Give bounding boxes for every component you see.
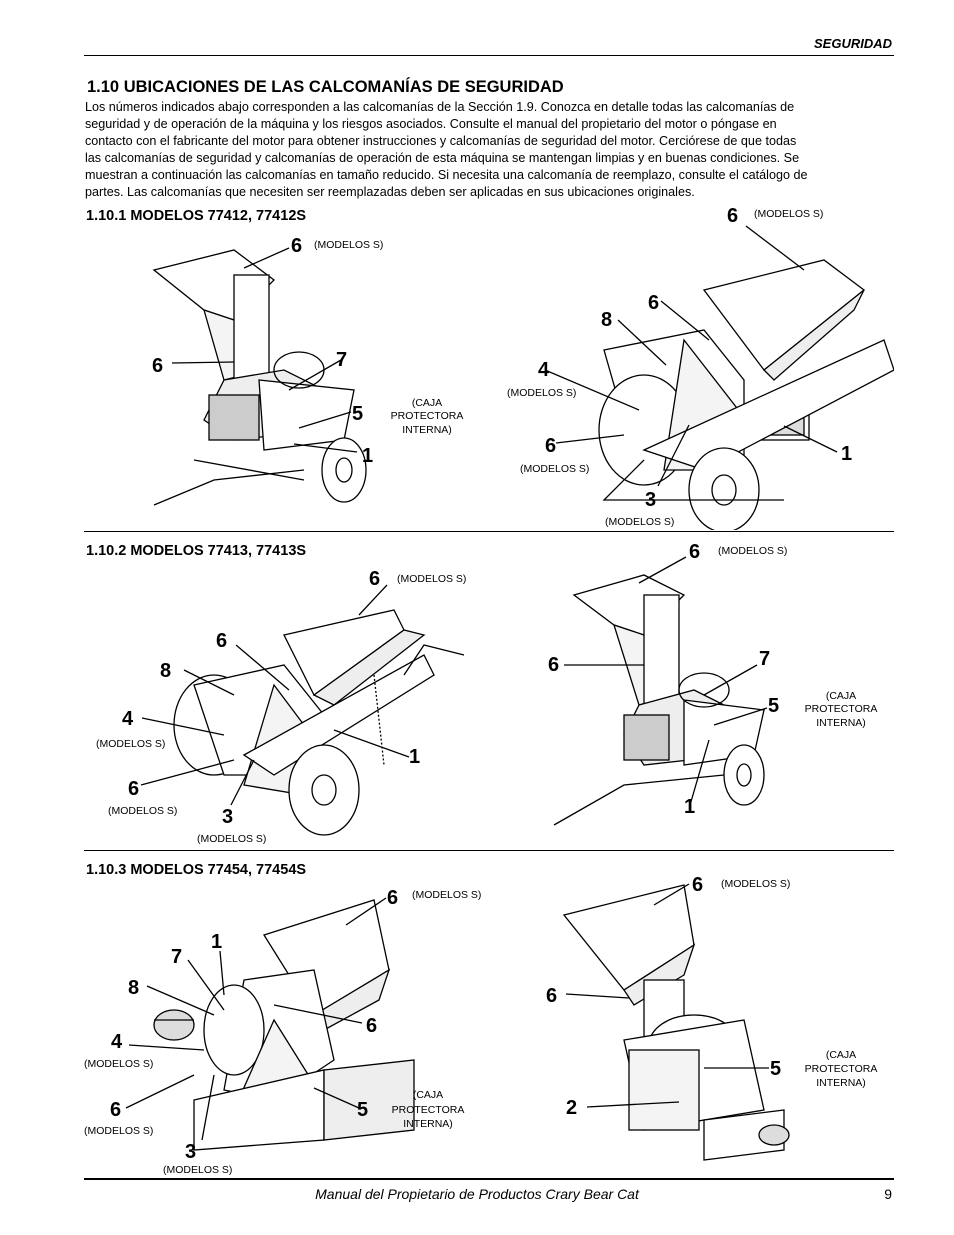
callout-2: 2 xyxy=(566,1097,577,1119)
label-modelos-s: (MODELOS S) xyxy=(397,573,466,585)
label-caja: PROTECTORA xyxy=(391,410,464,422)
label-modelos-s: (MODELOS S) xyxy=(163,1164,232,1176)
label-caja: PROTECTORA xyxy=(805,703,878,715)
figure-77413: 6 6 8 4 6 3 1 6 6 7 5 1 (MODELOS S) (MOD… xyxy=(96,541,878,845)
page-number: 9 xyxy=(884,1186,892,1202)
leader-lines xyxy=(125,883,769,1141)
intro-line: Los números indicados abajo corresponden… xyxy=(85,100,795,114)
callout-7: 7 xyxy=(336,349,347,371)
callout-4: 4 xyxy=(538,359,550,381)
callout-6: 6 xyxy=(727,205,738,227)
chipper-drawing-stationary-right xyxy=(562,884,790,1161)
label-modelos-s: (MODELOS S) xyxy=(605,516,674,528)
section-rule xyxy=(84,531,894,532)
label-caja: INTERNA) xyxy=(816,717,866,729)
label-modelos-s: (MODELOS S) xyxy=(412,889,481,901)
callout-1: 1 xyxy=(684,796,695,818)
label-caja: INTERNA) xyxy=(403,1118,453,1130)
callout-6: 6 xyxy=(110,1099,121,1121)
leader-lines xyxy=(140,556,768,806)
label-modelos-s: (MODELOS S) xyxy=(314,239,383,251)
callout-7: 7 xyxy=(171,946,182,968)
header-section-label: SEGURIDAD xyxy=(813,36,892,51)
label-modelos-s: (MODELOS S) xyxy=(718,545,787,557)
figure-77454: 6 1 7 8 4 6 3 6 5 6 6 5 2 (MODELOS S) (M… xyxy=(84,874,878,1176)
label-modelos-s: (MODELOS S) xyxy=(721,878,790,890)
intro-line: seguridad y de operación de la máquina y… xyxy=(85,117,777,131)
callout-6: 6 xyxy=(128,778,139,800)
callout-1: 1 xyxy=(211,931,222,953)
callout-8: 8 xyxy=(160,660,171,682)
callout-1: 1 xyxy=(841,443,852,465)
callout-7: 7 xyxy=(759,648,770,670)
callout-6: 6 xyxy=(387,887,398,909)
subsection-title-3: 1.10.3 MODELOS 77454, 77454S xyxy=(86,862,307,878)
leader-lines xyxy=(171,225,838,487)
label-caja: PROTECTORA xyxy=(805,1063,878,1075)
intro-line: contacto con el fabricante del motor par… xyxy=(85,134,797,148)
callout-6: 6 xyxy=(692,874,703,896)
header-rule xyxy=(84,55,894,56)
callout-6: 6 xyxy=(689,541,700,563)
callout-6: 6 xyxy=(152,355,163,377)
label-modelos-s: (MODELOS S) xyxy=(197,833,266,845)
chipper-drawing-upright xyxy=(152,249,367,506)
section-rule xyxy=(84,850,894,851)
callout-6: 6 xyxy=(548,654,559,676)
callout-3: 3 xyxy=(222,806,233,828)
callout-8: 8 xyxy=(601,309,612,331)
label-caja: INTERNA) xyxy=(402,424,452,436)
intro-paragraph: Los números indicados abajo corresponden… xyxy=(85,99,893,201)
callout-6: 6 xyxy=(366,1015,377,1037)
callout-6: 6 xyxy=(216,630,227,652)
chipper-drawing-upright xyxy=(553,574,765,826)
callout-4: 4 xyxy=(122,708,134,730)
callout-6: 6 xyxy=(545,435,556,457)
callout-5: 5 xyxy=(352,403,363,425)
label-caja: PROTECTORA xyxy=(392,1104,465,1116)
callout-8: 8 xyxy=(128,977,139,999)
callout-5: 5 xyxy=(768,695,779,717)
label-modelos-s: (MODELOS S) xyxy=(520,463,589,475)
footer-title: Manual del Propietario de Productos Crar… xyxy=(315,1186,639,1202)
label-modelos-s: (MODELOS S) xyxy=(96,738,165,750)
label-caja: (CAJA xyxy=(826,1049,856,1061)
chipper-drawing-horizontal xyxy=(173,609,465,836)
callout-4: 4 xyxy=(111,1031,123,1053)
label-caja: (CAJA xyxy=(413,1089,443,1101)
callout-6: 6 xyxy=(291,235,302,257)
label-modelos-s: (MODELOS S) xyxy=(754,208,823,220)
callout-6: 6 xyxy=(648,292,659,314)
figure-77412: 6 6 7 5 1 6 6 8 4 6 3 1 (MODELOS S) (MOD… xyxy=(152,205,894,530)
subsection-title-2: 1.10.2 MODELOS 77413, 77413S xyxy=(86,543,307,559)
section-title: 1.10 UBICACIONES DE LAS CALCOMANÍAS DE S… xyxy=(87,78,564,96)
callout-6: 6 xyxy=(369,568,380,590)
callout-1: 1 xyxy=(409,746,420,768)
callout-3: 3 xyxy=(645,489,656,511)
callout-5: 5 xyxy=(770,1058,781,1080)
subsection-title-1: 1.10.1 MODELOS 77412, 77412S xyxy=(86,208,307,224)
chipper-drawing-horizontal xyxy=(598,259,894,530)
label-caja: (CAJA xyxy=(412,397,442,409)
callout-3: 3 xyxy=(185,1141,196,1163)
label-modelos-s: (MODELOS S) xyxy=(84,1125,153,1137)
footer-rule xyxy=(84,1178,894,1180)
callout-1: 1 xyxy=(362,445,373,467)
label-modelos-s: (MODELOS S) xyxy=(84,1058,153,1070)
intro-line: las calcomanías de seguridad y calcomaní… xyxy=(85,151,800,165)
intro-line: muestran a continuación las calcomanías … xyxy=(85,168,808,182)
chipper-drawing-stationary-left xyxy=(153,899,415,1151)
callout-6: 6 xyxy=(546,985,557,1007)
callout-5: 5 xyxy=(357,1099,368,1121)
label-caja: (CAJA xyxy=(826,690,856,702)
label-caja: INTERNA) xyxy=(816,1077,866,1089)
label-modelos-s: (MODELOS S) xyxy=(507,387,576,399)
label-modelos-s: (MODELOS S) xyxy=(108,805,177,817)
intro-line: partes. Las calcomanías que necesiten se… xyxy=(85,185,695,199)
